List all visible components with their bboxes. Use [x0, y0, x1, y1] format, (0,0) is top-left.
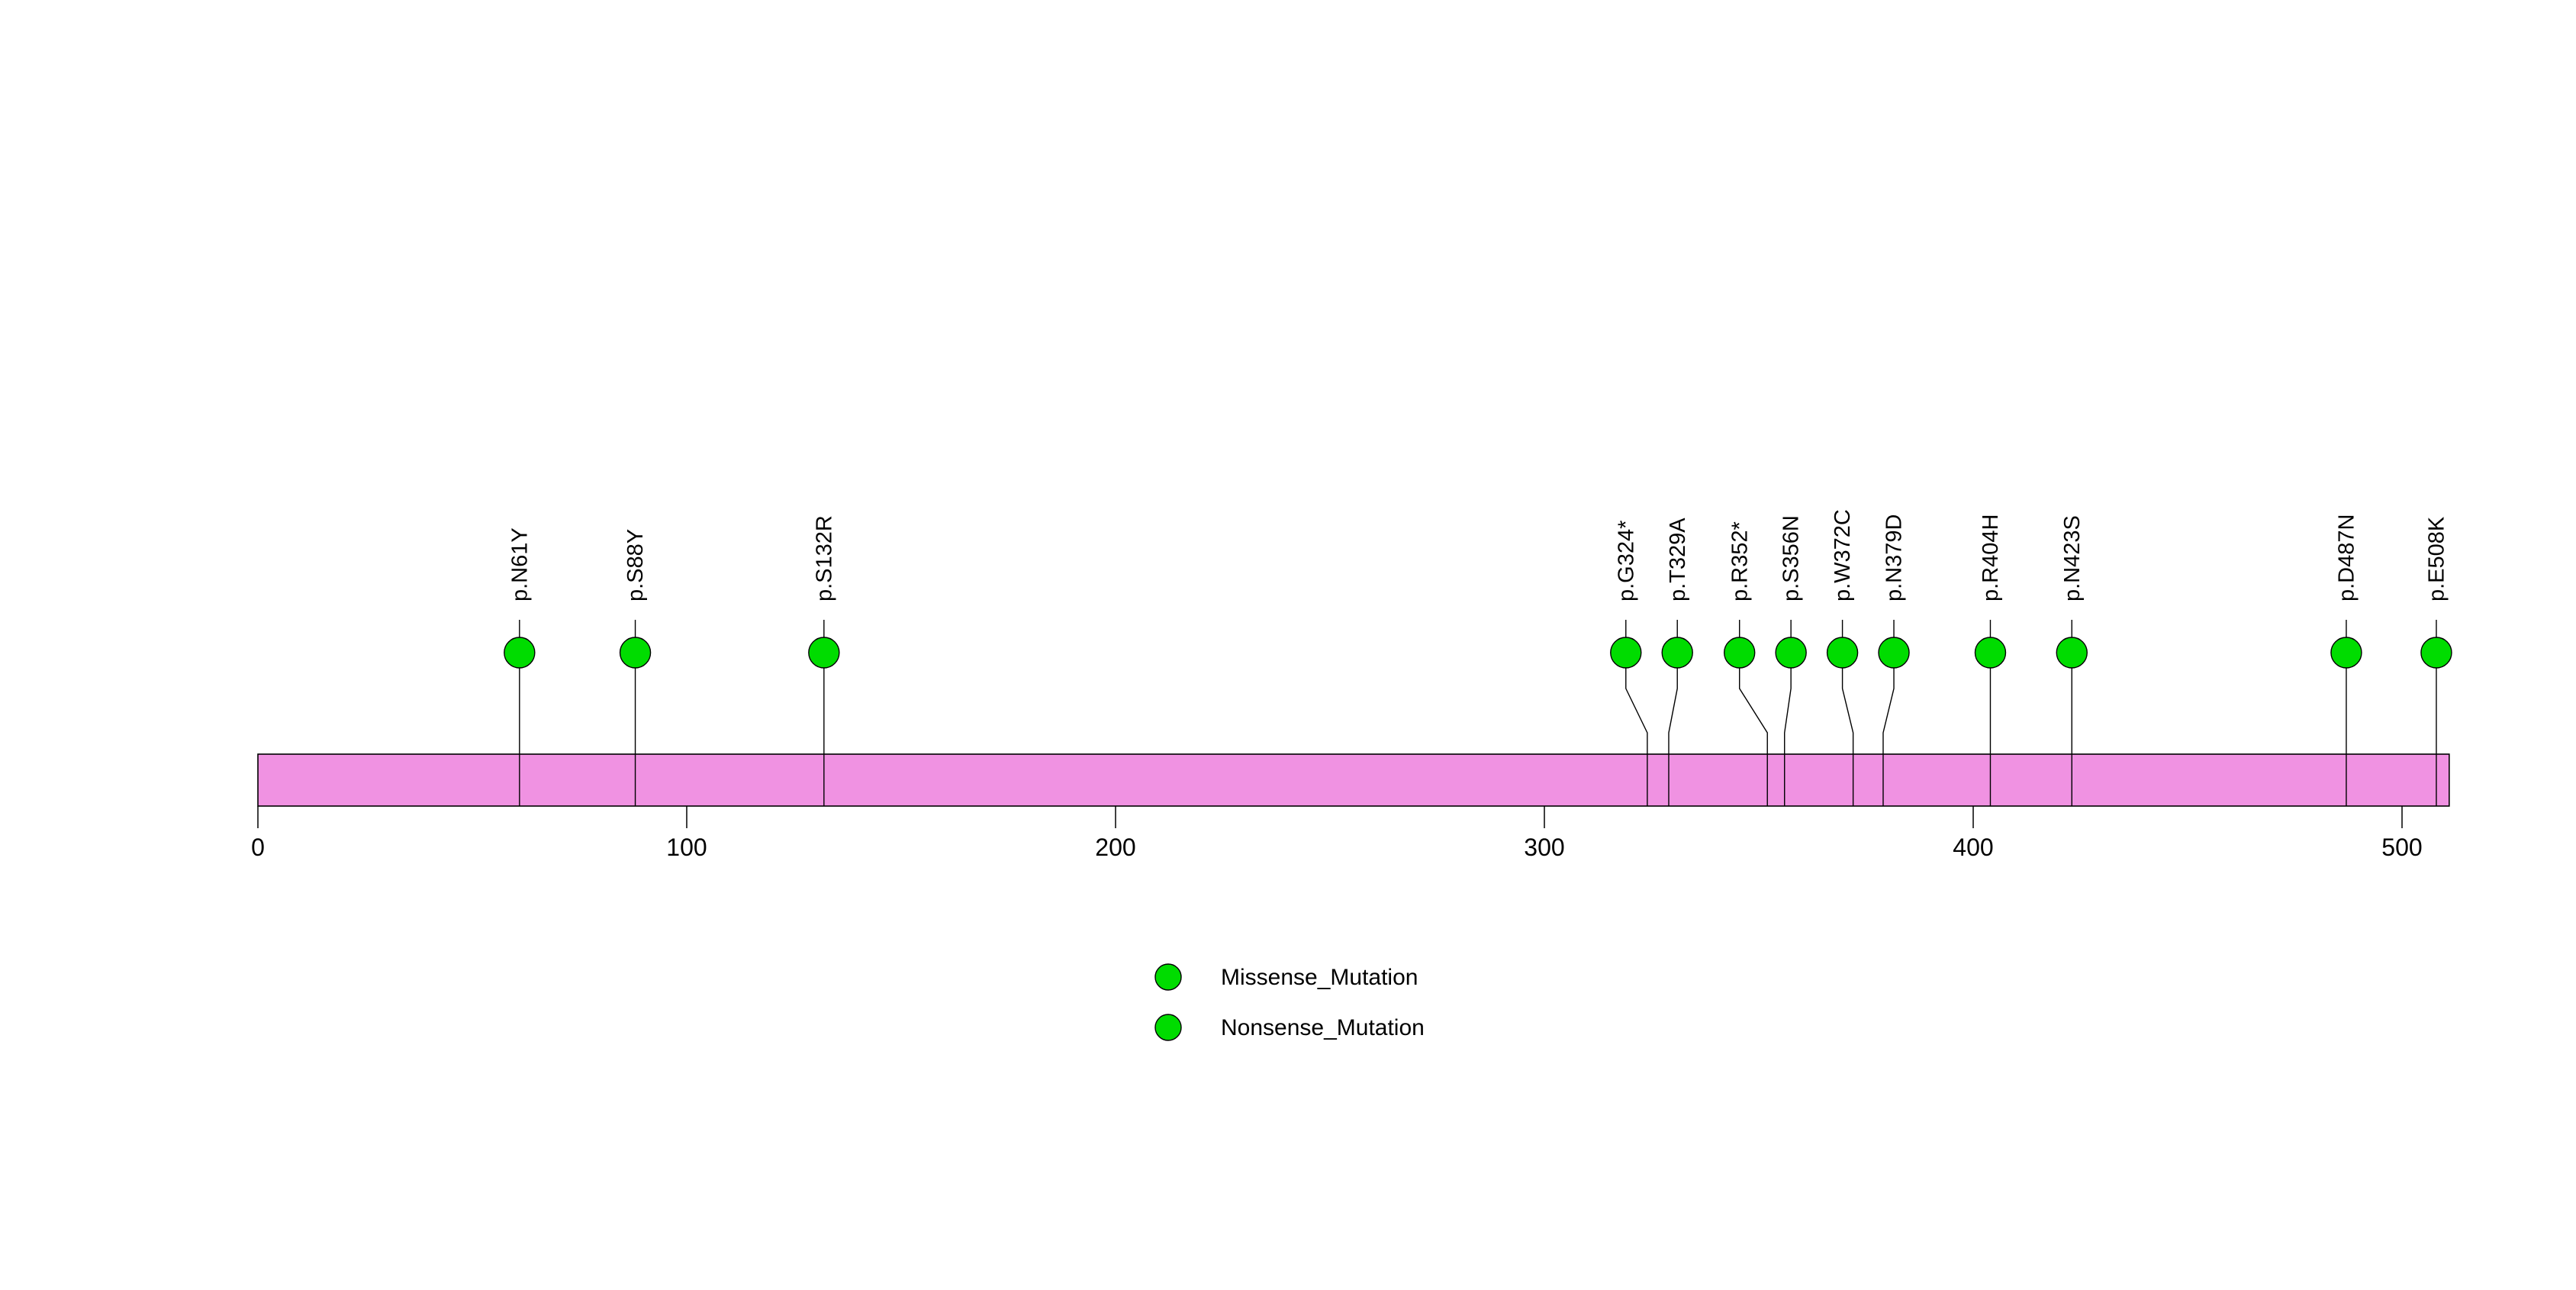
mutation-point — [808, 637, 840, 669]
axis-tick-label: 200 — [1095, 834, 1135, 861]
legend-item-label: Nonsense_Mutation — [1221, 1015, 1425, 1040]
mutation-label: p.S132R — [812, 515, 836, 601]
mutation-point — [504, 637, 536, 669]
mutation-label: p.N61Y — [507, 527, 532, 601]
mutation-label: p.W372C — [1831, 509, 1855, 601]
mutation-point — [619, 637, 652, 669]
mutation-point — [1974, 637, 2007, 669]
mutation-point — [1878, 637, 1910, 669]
axis-tick-label: 300 — [1524, 834, 1564, 861]
legend-swatch — [1154, 1014, 1182, 1041]
mutation-label: p.N379D — [1882, 514, 1907, 601]
mutation-label: p.S356N — [1779, 515, 1804, 601]
mutation-label: p.D487N — [2335, 514, 2359, 601]
mutation-label: p.G324* — [1614, 521, 1638, 601]
mutation-point — [1661, 637, 1693, 669]
mutation-label: p.R404H — [1979, 514, 2003, 601]
mutation-point — [1826, 637, 1859, 669]
axis-tick-label: 500 — [2381, 834, 2422, 861]
mutation-point — [1775, 637, 1807, 669]
axis-tick-label: 400 — [1953, 834, 1993, 861]
mutation-label: p.T329A — [1666, 518, 1690, 601]
legend-swatch — [1154, 963, 1182, 991]
mutation-point — [1610, 637, 1642, 669]
mutation-point — [2056, 637, 2088, 669]
axis-tick-label: 0 — [251, 834, 265, 861]
mutation-point — [2330, 637, 2362, 669]
mutation-point — [2420, 637, 2452, 669]
protein-bar — [257, 753, 2450, 807]
mutation-label: p.N423S — [2060, 515, 2085, 601]
axis-tick-label: 100 — [666, 834, 707, 861]
mutation-label: p.E508K — [2425, 516, 2449, 601]
mutation-point — [1724, 637, 1756, 669]
mutation-label: p.R352* — [1728, 521, 1752, 601]
mutation-label: p.S88Y — [623, 529, 648, 601]
legend-item-label: Missense_Mutation — [1221, 965, 1418, 990]
